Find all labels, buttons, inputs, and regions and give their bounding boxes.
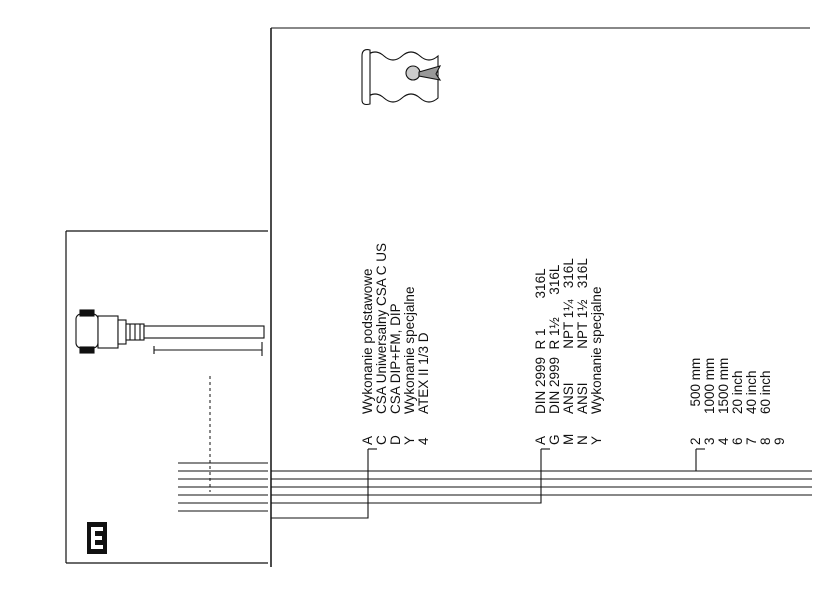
option-code: 7 (744, 437, 759, 445)
connector-lines (271, 448, 812, 519)
option-label: 500 mm (688, 358, 703, 414)
option-code: A (533, 436, 548, 445)
option-code: D (388, 435, 403, 445)
option-label: 20 inch (730, 370, 745, 414)
option-code: Y (589, 436, 604, 445)
option-label: CSA Uniwersalny CSA C US (374, 243, 389, 414)
option-code: N (575, 435, 590, 445)
option-label: Wykonanie podstawowe (360, 269, 375, 414)
option-label: DIN 2999 R 1½ 316L (547, 264, 562, 414)
product-panel (65, 230, 268, 564)
option-code: 4 (716, 437, 731, 445)
option-label: Wykonanie specjalne (589, 287, 604, 414)
option-code: 6 (730, 437, 745, 445)
certificate-scroll-icon (361, 49, 442, 106)
option-label: 60 inch (758, 370, 773, 414)
option-code: 9 (772, 437, 787, 445)
option-label: 1000 mm (702, 358, 717, 414)
code-stub-lines (178, 462, 268, 512)
option-code: 2 (688, 437, 703, 445)
option-label: 1500 mm (716, 358, 731, 414)
option-group-process-connection: A DIN 2999 R 1 316L G DIN 2999 R 1½ 316L… (533, 258, 604, 445)
option-code: Y (402, 436, 417, 445)
option-label: ATEX II 1/3 D (416, 332, 431, 414)
endress-hauser-logo (87, 522, 107, 554)
option-code: 4 (416, 437, 431, 445)
option-code: 8 (758, 437, 773, 445)
option-code: C (374, 435, 389, 445)
option-label: 40 inch (744, 370, 759, 414)
option-group-probe-length: 2 500 mm 3 1000 mm 4 1500 mm 6 20 inch 7… (688, 358, 787, 445)
option-label: CSA DIP+FM, DIP (388, 303, 403, 414)
option-label: DIN 2999 R 1 316L (533, 268, 548, 414)
option-group-approvals: A Wykonanie podstawowe C CSA Uniwersalny… (360, 243, 431, 445)
option-label: Wykonanie specjalne (402, 287, 417, 414)
option-code: M (561, 434, 576, 445)
option-label: ANSI NPT 1½ 316L (575, 258, 590, 414)
level-probe-illustration (75, 309, 265, 356)
option-code: G (547, 434, 562, 445)
option-code: 3 (702, 437, 717, 445)
option-code: A (360, 436, 375, 445)
option-label: ANSI NPT 1¼ 316L (561, 258, 576, 414)
